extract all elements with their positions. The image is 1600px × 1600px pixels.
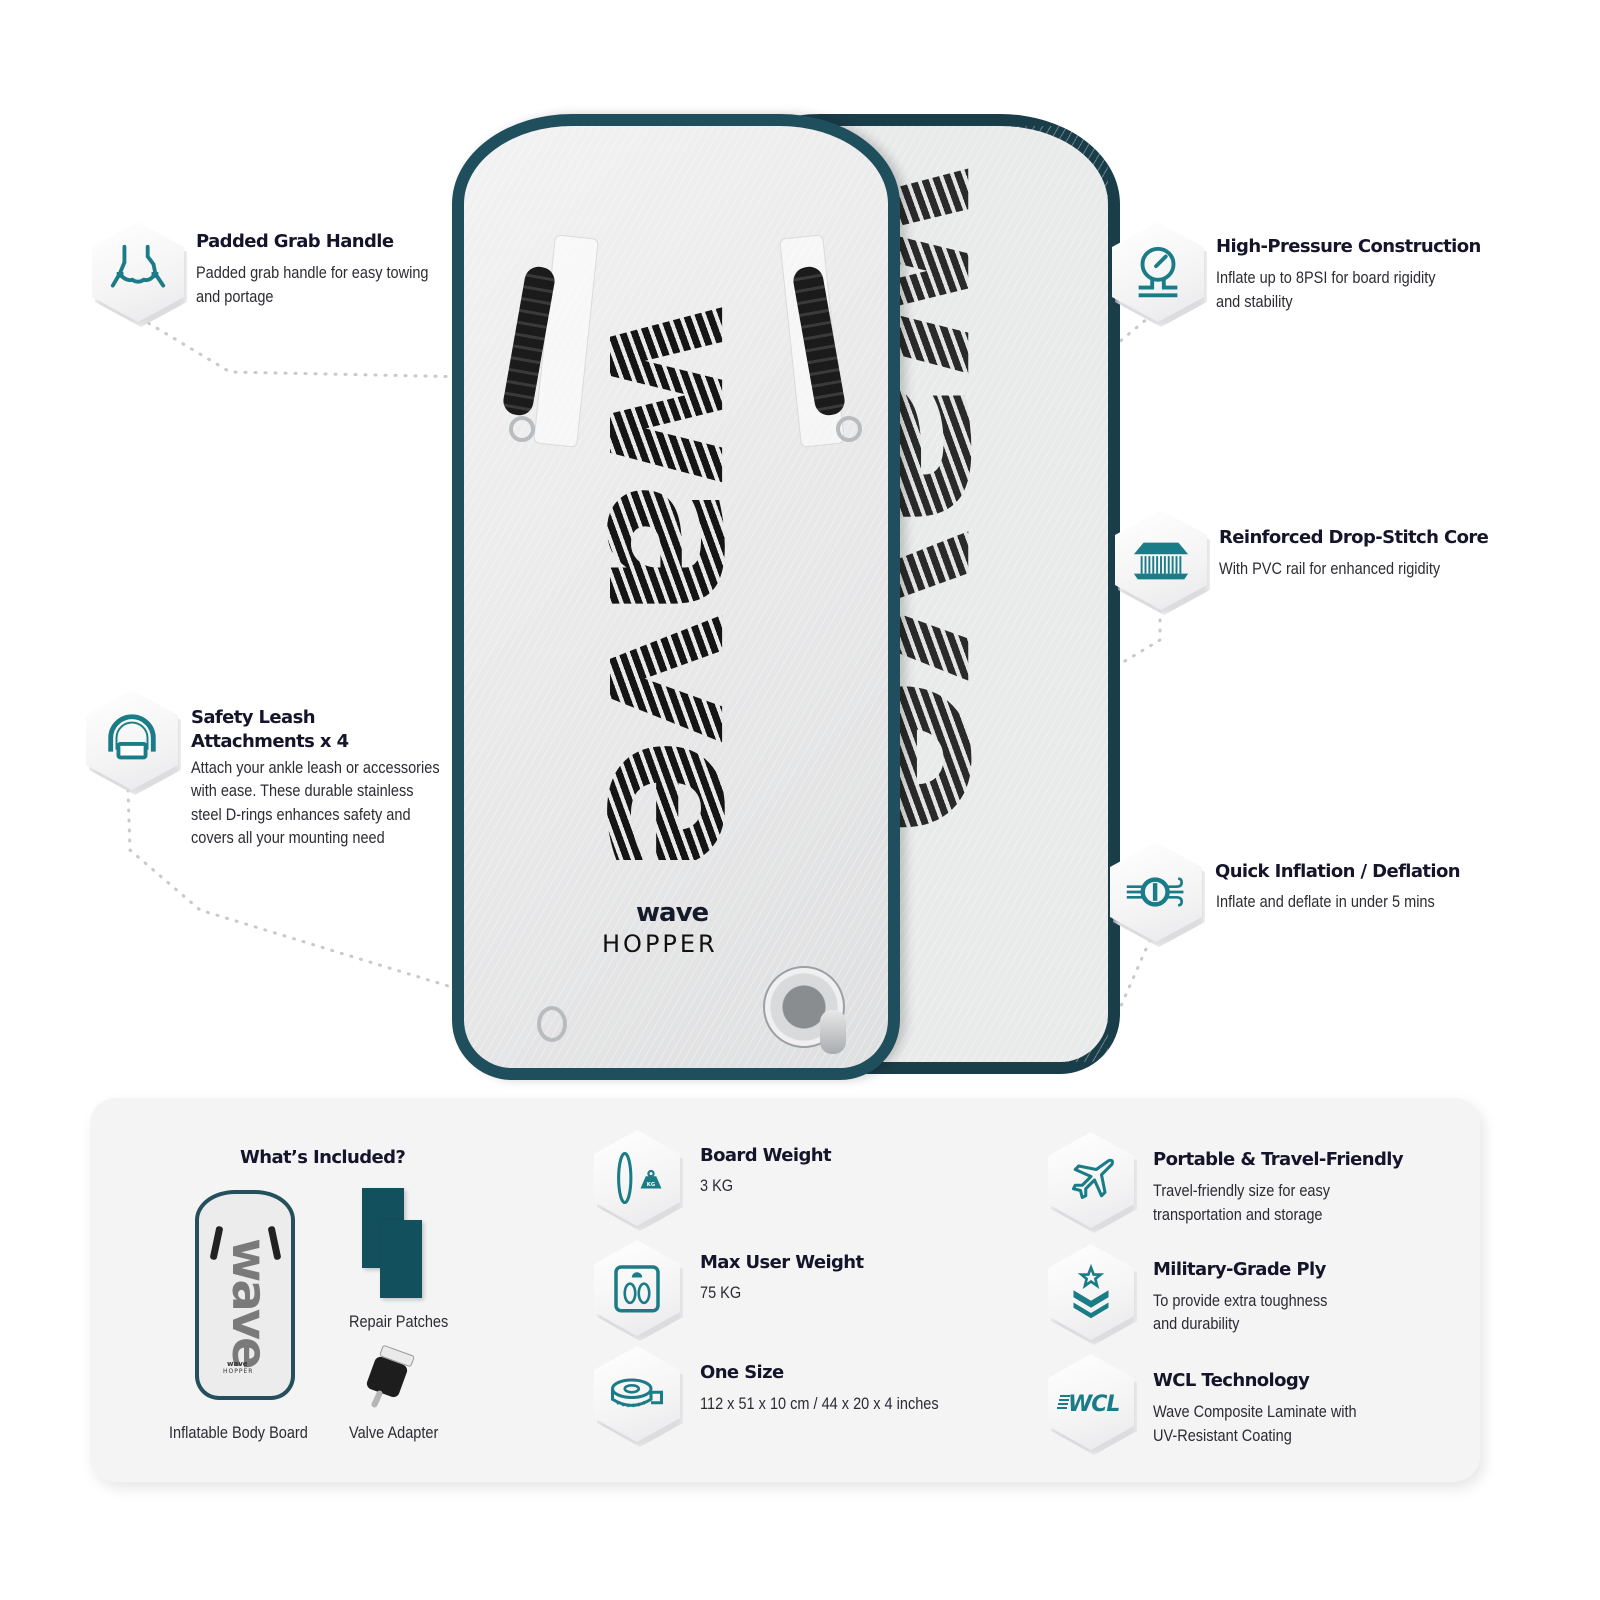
model-name: HOPPER — [602, 930, 718, 958]
front-board — [452, 114, 900, 1080]
d-ring-icon — [108, 714, 156, 760]
drop-stitch-icon-badge — [1115, 510, 1207, 610]
feature-desc: Attach your ankle leash or accessories — [191, 759, 440, 777]
wcl-logo-icon: WCL — [1057, 1392, 1120, 1417]
highlight-desc: transportation and storage — [1153, 1206, 1323, 1224]
d-ring-icon-badge — [86, 690, 178, 790]
highlight-desc: Wave Composite Laminate with — [1153, 1403, 1357, 1421]
feature-title: Padded Grab Handle — [196, 231, 394, 252]
feature-title: Reinforced Drop-Stitch Core — [1219, 527, 1489, 548]
brand-logo: wave — [636, 898, 709, 928]
highlight-title: Portable & Travel-Friendly — [1153, 1149, 1404, 1170]
feature-title: Attachments x 4 — [191, 731, 349, 752]
feature-desc: Inflate up to 8PSI for board rigidity — [1216, 269, 1436, 287]
pressure-gauge-icon — [1138, 246, 1178, 298]
d-ring-top-right — [836, 416, 862, 442]
repair-patch-image — [380, 1220, 422, 1298]
d-ring-tail — [537, 1006, 567, 1042]
included-item-label: Repair Patches — [349, 1313, 449, 1331]
svg-text:WCL: WCL — [1068, 1392, 1119, 1417]
military-rank-icon-badge — [1048, 1244, 1134, 1340]
highlight-desc: and durability — [1153, 1315, 1240, 1333]
feature-desc: covers all your mounting need — [191, 829, 385, 847]
feature-desc: With PVC rail for enhanced rigidity — [1219, 560, 1441, 578]
tape-measure-icon — [610, 1378, 664, 1408]
highlight-desc: To provide extra toughness — [1153, 1292, 1328, 1310]
spec-value: 112 x 51 x 10 cm / 44 x 20 x 4 inches — [700, 1395, 939, 1413]
included-item-label: Inflatable Body Board — [169, 1424, 308, 1442]
highlight-title: WCL Technology — [1153, 1370, 1310, 1391]
spec-title: Max User Weight — [700, 1252, 864, 1273]
front-board-logo: wave — [561, 300, 799, 869]
feature-title: Quick Inflation / Deflation — [1215, 861, 1461, 882]
feature-desc: with ease. These durable stainless — [191, 782, 414, 800]
included-item-label: Valve Adapter — [349, 1424, 439, 1442]
valve-lever — [820, 1010, 846, 1054]
feature-desc: and portage — [196, 288, 274, 306]
spec-title: Board Weight — [700, 1145, 832, 1166]
highlight-desc: Travel-friendly size for easy — [1153, 1182, 1330, 1200]
feature-desc: Inflate and deflate in under 5 mins — [1216, 893, 1435, 911]
grab-handle-icon — [110, 244, 166, 288]
d-ring-top-left — [509, 416, 535, 442]
board-weight-icon: KG — [617, 1151, 662, 1205]
included-title: What’s Included? — [240, 1147, 406, 1168]
highlight-desc: UV-Resistant Coating — [1153, 1427, 1292, 1445]
specs-panel — [90, 1098, 1480, 1482]
svg-text:KG: KG — [647, 1182, 655, 1188]
wcl-logo-icon-badge: WCL — [1048, 1354, 1134, 1450]
feature-desc: and stability — [1216, 293, 1293, 311]
valve-airflow-icon-badge — [1110, 842, 1202, 942]
feature-title: Safety Leash — [191, 707, 316, 728]
feature-title: High-Pressure Construction — [1216, 236, 1481, 257]
airplane-icon — [1071, 1158, 1114, 1200]
highlight-title: Military-Grade Ply — [1153, 1259, 1326, 1280]
airplane-icon-badge — [1048, 1132, 1134, 1228]
scale-icon — [614, 1265, 660, 1313]
spec-value: 75 KG — [700, 1284, 742, 1302]
drop-stitch-icon — [1133, 542, 1189, 580]
feature-desc: Padded grab handle for easy towing — [196, 264, 429, 282]
included-body-board-image: wave wave HOPPER — [195, 1190, 295, 1400]
military-rank-icon — [1073, 1264, 1109, 1319]
valve-airflow-icon — [1126, 877, 1184, 907]
pressure-gauge-icon-badge — [1112, 222, 1204, 322]
spec-value: 3 KG — [700, 1177, 734, 1195]
spec-title: One Size — [700, 1362, 784, 1383]
feature-desc: steel D-rings enhances safety and — [191, 806, 411, 824]
